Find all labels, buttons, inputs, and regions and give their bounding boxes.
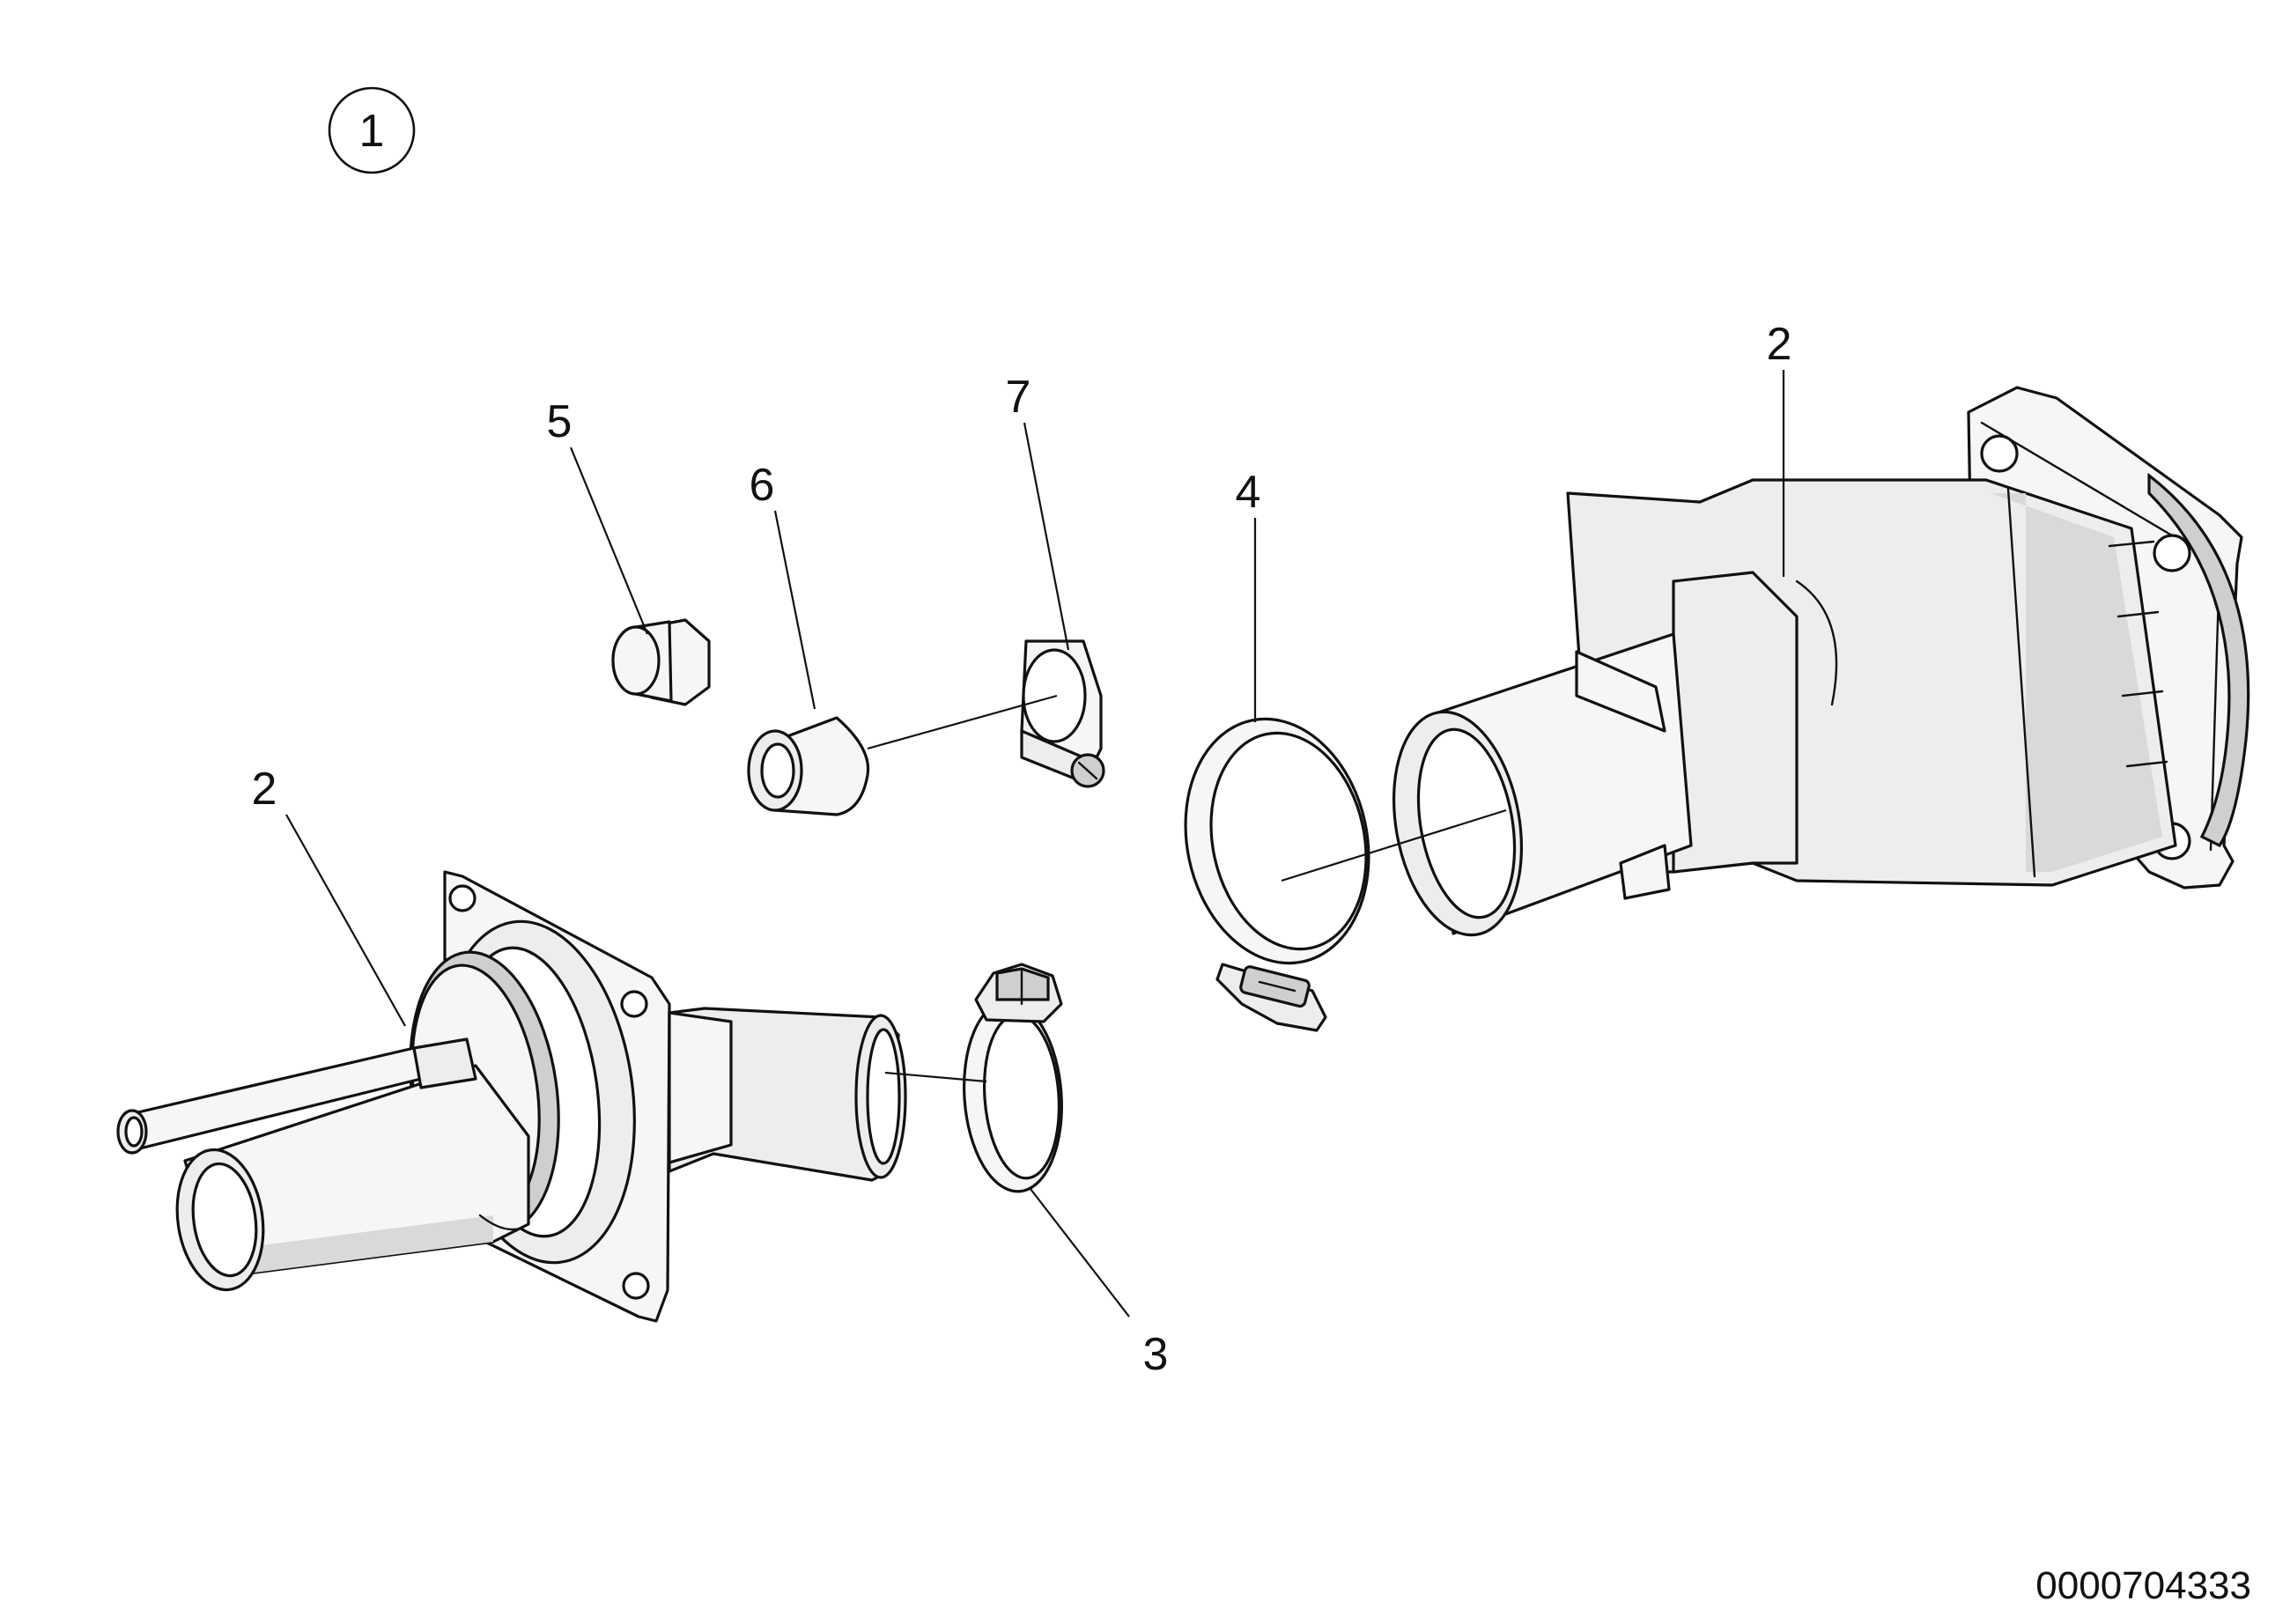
leader-lines xyxy=(285,370,1785,1318)
callout-clamp-small: 3 xyxy=(1143,1329,1169,1380)
callout-labels: 5 6 7 4 2 2 3 xyxy=(252,319,1792,1380)
assembly-lines xyxy=(867,694,1507,1083)
callout-sleeve: 6 xyxy=(750,460,775,511)
sleeve xyxy=(747,716,870,816)
assembly-marker: 1 xyxy=(328,86,416,174)
hose-clamp-small xyxy=(963,963,1063,1193)
plug xyxy=(611,618,711,706)
callout-clamp-large: 4 xyxy=(1236,467,1261,518)
callout-pipe-left: 2 xyxy=(252,764,277,815)
pipe-assembly-right xyxy=(1392,386,2250,937)
document-number: 0000704333 xyxy=(2035,1564,2251,1607)
hose-clamp-large xyxy=(1184,717,1370,1032)
callout-pipe-right: 2 xyxy=(1767,319,1792,370)
callout-plug: 5 xyxy=(547,396,572,447)
pipe-assembly-left xyxy=(116,870,907,1323)
clip-small xyxy=(1020,639,1105,788)
assembly-marker-label: 1 xyxy=(359,106,385,157)
callout-clip: 7 xyxy=(1006,372,1031,423)
